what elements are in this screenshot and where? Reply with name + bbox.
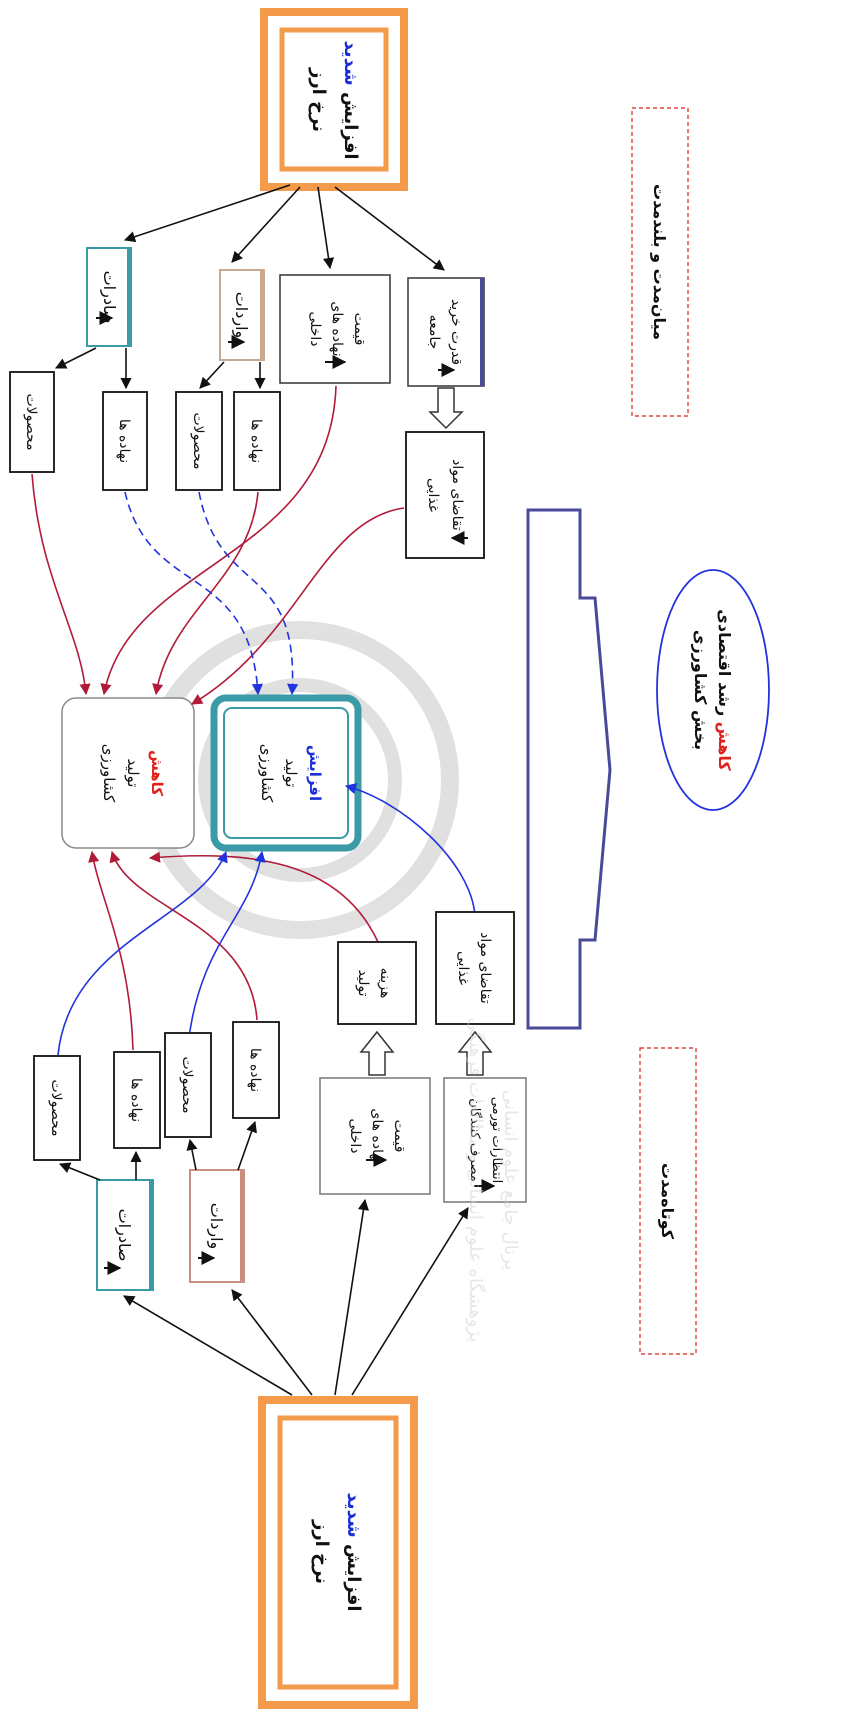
- increase-production-l2: کشاورزی: [258, 744, 276, 803]
- top-inputs-b-box: نهاده ها: [233, 391, 281, 491]
- medium-long-term-label: میان‌مدت و بلندمدت: [650, 184, 669, 340]
- bottom-products-a-box: محصولات: [33, 1055, 81, 1161]
- watermark-text: پژوهشگاه علوم انسانی و مطالعات فرهنگی پر…: [465, 1018, 521, 1343]
- bottom-source-line1: افزایش شدید: [343, 1492, 364, 1611]
- top-input-price-l3: داخلی: [307, 311, 323, 346]
- top-exports-box: صادرات: [86, 247, 132, 347]
- top-products-a-box: محصولات: [9, 371, 55, 473]
- top-source-box: افزایش شدید نرخ ارز: [260, 8, 408, 191]
- watermark-line1: پژوهشگاه علوم انسانی و مطالعات فرهنگی: [465, 1018, 487, 1343]
- bottom-inputs-a-label: نهاده ها: [128, 1078, 144, 1122]
- top-input-price-l2: نهاده های: [329, 301, 345, 356]
- bottom-source-arrows: [58, 1120, 469, 1396]
- top-inputs-a-label: نهاده ها: [116, 419, 132, 463]
- bottom-imports-label: واردات: [206, 1203, 226, 1250]
- bottom-products-b-box: محصولات: [164, 1032, 212, 1138]
- top-purchasing-power-l1: قدرت خرید: [448, 299, 464, 365]
- bottom-input-price-l3: داخلی: [347, 1118, 363, 1153]
- decrease-production-emph: کاهش: [148, 750, 166, 796]
- bottom-hollow-arrow-demand: [457, 1030, 493, 1076]
- bottom-input-price-l2: نهاده های: [369, 1108, 385, 1163]
- bottom-food-demand-l1: تقاضای مواد: [477, 932, 493, 1004]
- bottom-inputs-b-box: نهاده ها: [232, 1021, 280, 1119]
- bottom-inflation-l1: انتظارات تورمی: [489, 1097, 504, 1183]
- bottom-source-line2: نرخ ارز: [311, 1519, 332, 1584]
- bottom-prod-cost-l2: تولید: [355, 970, 371, 997]
- top-inputs-a-box: نهاده ها: [102, 391, 148, 491]
- top-input-price-box: قیمت نهاده های داخلی: [279, 274, 391, 384]
- top-exports-label: صادرات: [99, 271, 119, 324]
- top-purchasing-power-l2: جامعه: [426, 315, 442, 350]
- bottom-source-box: افزایش شدید نرخ ارز: [258, 1396, 418, 1709]
- increase-production-l1: تولید: [282, 759, 300, 788]
- bottom-exports-label: صادرات: [114, 1209, 134, 1262]
- top-imports-box: واردات: [219, 269, 265, 361]
- top-source-arrows: [54, 184, 445, 390]
- big-down-arrow: [526, 508, 612, 1030]
- bottom-prod-cost-l1: هزینه: [377, 968, 393, 999]
- bottom-red-curves: [88, 850, 379, 1051]
- increase-production-emph: افزایش: [306, 745, 324, 801]
- bottom-products-a-label: محصولات: [48, 1079, 64, 1136]
- conclusion-line2: بخش کشاورزی: [691, 630, 710, 750]
- conclusion-line1: کاهش رشد اقتصادی: [715, 609, 734, 771]
- bottom-blue-curves: [57, 783, 476, 1056]
- top-products-a-label: محصولات: [23, 393, 39, 450]
- top-source-line1: افزایش شدید: [340, 40, 361, 159]
- top-products-b-label: محصولات: [190, 412, 206, 469]
- medium-long-term-label-box: میان‌مدت و بلندمدت: [631, 107, 689, 417]
- bottom-products-b-label: محصولات: [179, 1056, 195, 1113]
- bottom-input-price-l1: قیمت: [391, 1120, 407, 1153]
- top-food-demand-l1: تقاضای مواد: [449, 459, 465, 531]
- bottom-input-price-box: قیمت نهاده های داخلی: [319, 1077, 431, 1195]
- short-term-label-box: کوتاه‌مدت: [639, 1047, 697, 1355]
- top-inputs-b-label: نهاده ها: [248, 419, 264, 463]
- bottom-inputs-a-box: نهاده ها: [113, 1051, 161, 1149]
- top-food-demand-box: تقاضای مواد غذایی: [405, 431, 485, 559]
- bottom-inputs-b-label: نهاده ها: [247, 1048, 263, 1092]
- top-source-line2: نرخ ارز: [308, 67, 329, 132]
- top-products-b-box: محصولات: [175, 391, 223, 491]
- decrease-production-box: کاهش تولید کشاورزی: [61, 697, 195, 849]
- top-hollow-arrow-demand: [428, 387, 464, 430]
- decrease-production-l2: کشاورزی: [100, 744, 118, 803]
- bottom-exports-box: صادرات: [96, 1179, 154, 1291]
- bottom-food-demand-l2: غذایی: [455, 951, 471, 985]
- increase-production-box: افزایش تولید کشاورزی: [210, 694, 362, 852]
- bottom-hollow-arrow-cost: [359, 1030, 395, 1076]
- top-imports-label: واردات: [231, 292, 251, 339]
- top-input-price-l1: قیمت: [351, 313, 367, 346]
- decrease-production-l1: تولید: [124, 759, 142, 788]
- short-term-label: کوتاه‌مدت: [658, 1163, 677, 1240]
- bottom-food-demand-box: تقاضای مواد غذایی: [435, 911, 515, 1025]
- top-purchasing-power-box: قدرت خرید جامعه: [407, 277, 485, 387]
- bottom-imports-box: واردات: [189, 1169, 245, 1283]
- watermark-line2: پرتال جامع علوم انسانی: [500, 1090, 521, 1270]
- bottom-inflation-l2: مصرف کنندگان: [467, 1098, 483, 1182]
- bottom-inflation-box: انتظارات تورمی مصرف کنندگان: [443, 1077, 527, 1203]
- top-dashed-blue-curves: [124, 491, 299, 696]
- top-food-demand-l2: غذایی: [425, 478, 441, 512]
- conclusion-ellipse: کاهش رشد اقتصادی بخش کشاورزی: [656, 569, 770, 811]
- bottom-prod-cost-box: هزینه تولید: [337, 941, 417, 1025]
